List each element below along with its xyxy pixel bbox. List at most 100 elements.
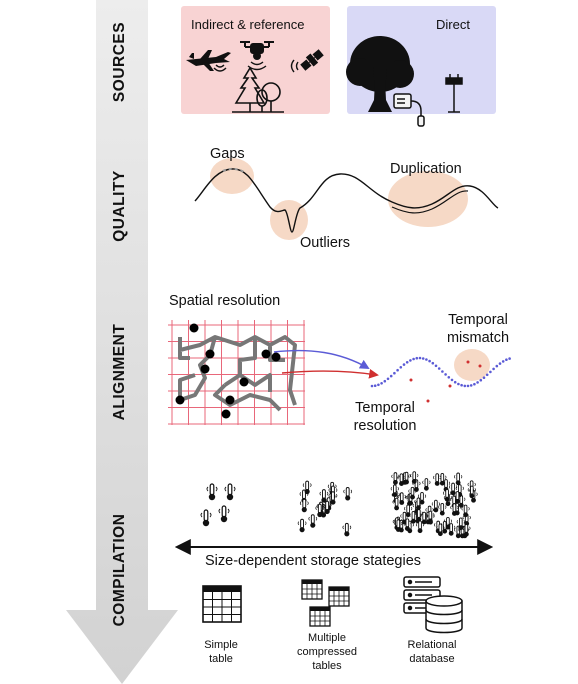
alignment-arrow-blue bbox=[273, 349, 370, 369]
temporal-series-dotted bbox=[370, 356, 511, 388]
thermometer-clusters bbox=[200, 471, 478, 539]
thermometer-icon bbox=[403, 518, 412, 531]
time-series-point bbox=[479, 378, 483, 382]
temporal-mismatch-line2: mismatch bbox=[446, 330, 510, 347]
thermometer-icon bbox=[467, 485, 476, 499]
multiple-tables-label: Multiple compressed tables bbox=[284, 632, 370, 673]
thermometer-icon bbox=[426, 510, 435, 524]
compressed-table-icon bbox=[328, 586, 350, 607]
time-series-point bbox=[508, 357, 511, 360]
thermometer-icon bbox=[462, 524, 471, 537]
time-series-point bbox=[389, 374, 393, 378]
signal-waves-satellite bbox=[290, 59, 299, 73]
thermometer-icon bbox=[443, 488, 452, 502]
thermometer-icon bbox=[308, 514, 318, 528]
temporal-resolution-line1: Temporal bbox=[355, 400, 415, 416]
quality-signal-curve bbox=[194, 168, 499, 233]
temporal-resolution-label: Temporal resolution bbox=[340, 399, 430, 435]
thermometer-icon bbox=[450, 503, 459, 516]
thermometer-icon bbox=[417, 491, 427, 505]
gaps-highlight bbox=[210, 158, 254, 194]
time-series-point bbox=[373, 384, 377, 388]
thermometer-icon bbox=[328, 491, 338, 505]
thermometer-icon bbox=[302, 480, 312, 495]
relational-database-label: Relational database bbox=[392, 639, 472, 667]
indirect-sources-panel bbox=[181, 6, 330, 114]
time-series-point bbox=[444, 373, 447, 376]
thermometer-icon bbox=[390, 484, 399, 498]
thermometer-icon bbox=[456, 517, 465, 531]
thermometer-icon bbox=[206, 483, 218, 501]
thermometer-icon bbox=[410, 471, 419, 484]
temporal-samples bbox=[409, 360, 482, 403]
thermometer-icon bbox=[412, 479, 421, 492]
temporal-mismatch-highlight bbox=[454, 349, 490, 381]
time-series-point bbox=[437, 367, 441, 370]
gap-dashed-segment bbox=[222, 167, 245, 173]
time-series-point bbox=[396, 368, 399, 372]
time-series-point bbox=[425, 358, 428, 361]
time-series-point bbox=[466, 384, 470, 388]
time-series-point bbox=[383, 379, 387, 383]
duplication-highlight bbox=[388, 171, 468, 227]
sample-point bbox=[426, 399, 430, 403]
thermometer-icon bbox=[454, 472, 463, 486]
duplication-label: Duplication bbox=[390, 161, 462, 177]
time-series-point bbox=[377, 383, 380, 387]
thermometer-icon bbox=[436, 523, 445, 537]
time-series-point bbox=[450, 378, 454, 382]
time-series-point bbox=[489, 370, 492, 374]
thermometer-icon bbox=[422, 478, 431, 491]
thermometer-icon bbox=[218, 505, 230, 523]
thermometer-icon bbox=[415, 520, 425, 534]
measurement-point bbox=[189, 323, 199, 333]
time-series-point bbox=[505, 358, 508, 362]
time-series-point bbox=[501, 360, 505, 363]
indirect-sources-label: Indirect & reference bbox=[191, 17, 305, 32]
thermometer-icon bbox=[433, 473, 442, 486]
compressed-table-icon bbox=[309, 606, 331, 627]
time-series-point bbox=[473, 382, 476, 386]
thermometer-icon bbox=[392, 497, 401, 511]
sample-point bbox=[478, 364, 482, 368]
airplane-icon bbox=[186, 50, 231, 71]
thermometer-icon bbox=[394, 519, 403, 532]
measurement-points bbox=[175, 323, 281, 419]
weather-station-icon bbox=[445, 74, 463, 113]
time-series-point bbox=[460, 383, 463, 387]
time-series-point bbox=[457, 382, 460, 386]
thermometer-icon bbox=[438, 502, 447, 516]
tree-icon bbox=[346, 36, 414, 112]
thermometer-icon bbox=[299, 498, 309, 513]
data-logger-icon bbox=[393, 93, 425, 127]
signal-waves-drone bbox=[247, 61, 267, 71]
multiple-line1: Multiple bbox=[308, 632, 346, 644]
time-series-point bbox=[393, 371, 396, 375]
temporal-resolution-line2: resolution bbox=[353, 418, 417, 435]
thermometer-icon bbox=[391, 472, 400, 485]
time-series-point bbox=[428, 359, 431, 363]
measurement-point bbox=[261, 349, 271, 359]
thermometer-icon bbox=[224, 483, 236, 501]
direct-sources-label: Direct bbox=[436, 17, 470, 32]
time-series-point bbox=[421, 357, 425, 360]
time-series-point bbox=[434, 364, 438, 368]
measurement-point bbox=[225, 395, 235, 405]
thermometer-icon bbox=[404, 504, 413, 518]
thermometer-icon bbox=[414, 497, 423, 511]
signal-waves-airplane bbox=[213, 64, 227, 72]
time-series-point bbox=[469, 384, 473, 387]
time-series-point bbox=[498, 362, 502, 365]
time-series-point bbox=[463, 384, 467, 388]
measurement-point bbox=[271, 352, 281, 362]
compressed-table-icon bbox=[301, 579, 323, 600]
time-series-point bbox=[380, 382, 383, 385]
sample-point bbox=[466, 360, 470, 364]
sample-point bbox=[409, 378, 413, 382]
time-series-point bbox=[386, 377, 390, 381]
time-series-point bbox=[441, 370, 444, 373]
relational-database-icon bbox=[403, 576, 463, 634]
time-series-point bbox=[431, 361, 435, 365]
time-series-point bbox=[415, 356, 419, 360]
time-series-point bbox=[402, 363, 406, 366]
